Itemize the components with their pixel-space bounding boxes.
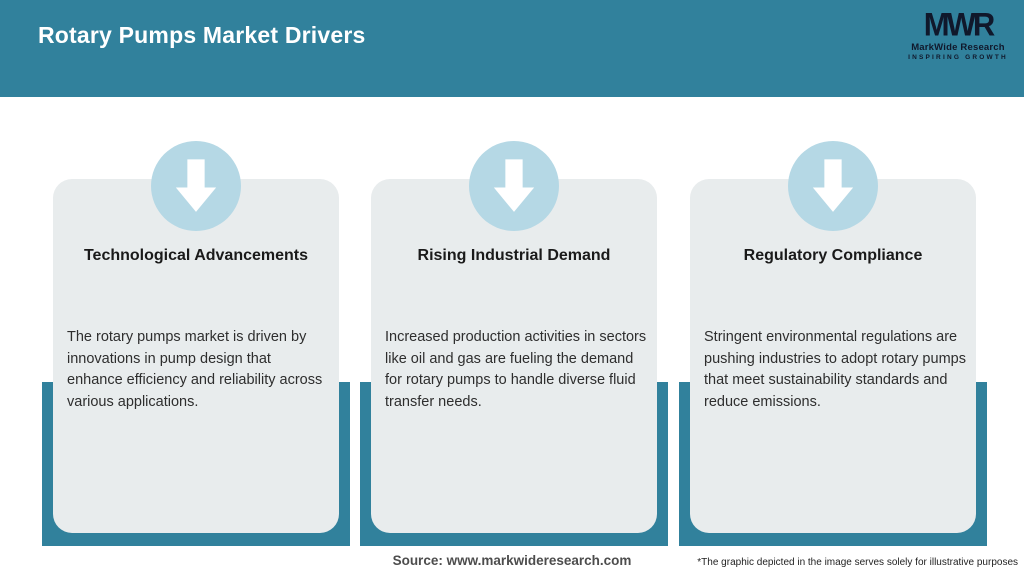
card-description: Stringent environmental regulations are … [704,329,966,410]
driver-card-group: Technological Advancements The rotary pu… [42,141,350,546]
down-arrow-icon [469,141,559,231]
card-title: Technological Advancements [83,247,309,264]
logo-acronym: MWR [923,6,995,43]
disclaimer-text: *The graphic depicted in the image serve… [697,557,1018,568]
card-title: Rising Industrial Demand [417,247,611,264]
header-bar: Rotary Pumps Market Drivers MWR MarkWide… [0,0,1024,97]
down-arrow-icon [788,141,878,231]
markwide-research-logo: MWR MarkWide Research INSPIRING GROWTH [908,6,1008,61]
card-description: Increased production activities in secto… [385,329,647,410]
driver-card: Technological Advancements The rotary pu… [53,141,339,533]
logo-tagline: INSPIRING GROWTH [908,53,1008,61]
down-arrow-icon [151,141,241,231]
driver-card: Regulatory Compliance Stringent environm… [690,141,976,533]
page-title: Rotary Pumps Market Drivers [38,22,366,48]
card-description: The rotary pumps market is driven by inn… [67,329,323,410]
driver-card: Rising Industrial Demand Increased produ… [371,141,657,533]
logo-company-name: MarkWide Research [911,42,1005,53]
driver-card-group: Regulatory Compliance Stringent environm… [679,141,987,546]
source-text: Source: www.markwideresearch.com [392,553,632,568]
card-title: Regulatory Compliance [743,247,923,264]
driver-card-group: Rising Industrial Demand Increased produ… [360,141,668,546]
